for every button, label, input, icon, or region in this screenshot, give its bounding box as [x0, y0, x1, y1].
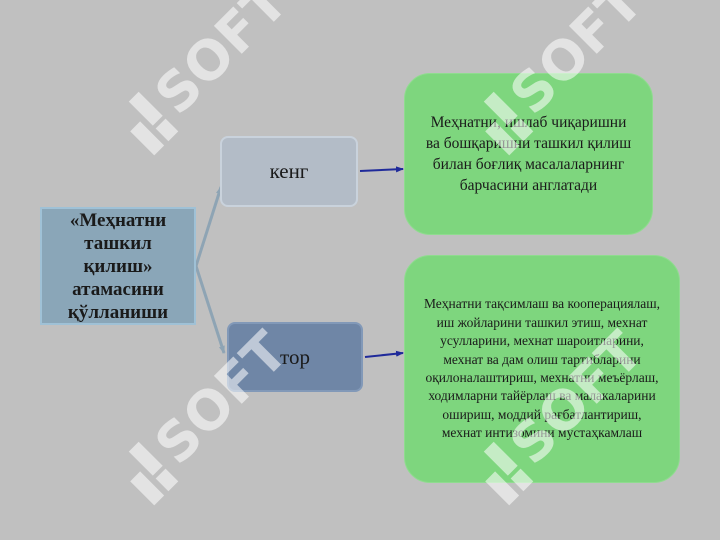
arrow-narrow-to-definition — [364, 350, 404, 358]
narrow-meaning-box: тор — [227, 322, 363, 392]
narrow-definition-box: Меҳнатни тақсимлаш ва кооперациялаш, иш … — [404, 255, 680, 483]
svg-text:SOFT: SOFT — [143, 0, 300, 126]
narrow-definition-text: Меҳнатни тақсимлаш ва кооперациялаш, иш … — [423, 296, 661, 441]
svg-text:SOFT: SOFT — [143, 320, 300, 477]
svg-text:SOFT: SOFT — [498, 0, 655, 126]
connector-root-to-wide — [194, 186, 223, 267]
root-term-box: «Меҳнатни ташкил қилиш» атамасини қўллан… — [40, 207, 196, 325]
wide-meaning-box: кенг — [220, 136, 358, 207]
wide-meaning-label: кенг — [269, 159, 309, 183]
wide-definition-box: Меҳнатни, ишлаб чиқаришни ва бошқаришни … — [404, 73, 653, 235]
wide-definition-text: Меҳнатни, ишлаб чиқаришни ва бошқаришни … — [425, 114, 632, 194]
svg-text:SOFT: SOFT — [498, 320, 655, 477]
connector-root-to-narrow — [194, 265, 226, 354]
narrow-meaning-label: тор — [280, 344, 310, 369]
arrow-wide-to-definition — [359, 166, 404, 173]
root-term-label: «Меҳнатни ташкил қилиш» атамасини қўллан… — [67, 209, 169, 323]
